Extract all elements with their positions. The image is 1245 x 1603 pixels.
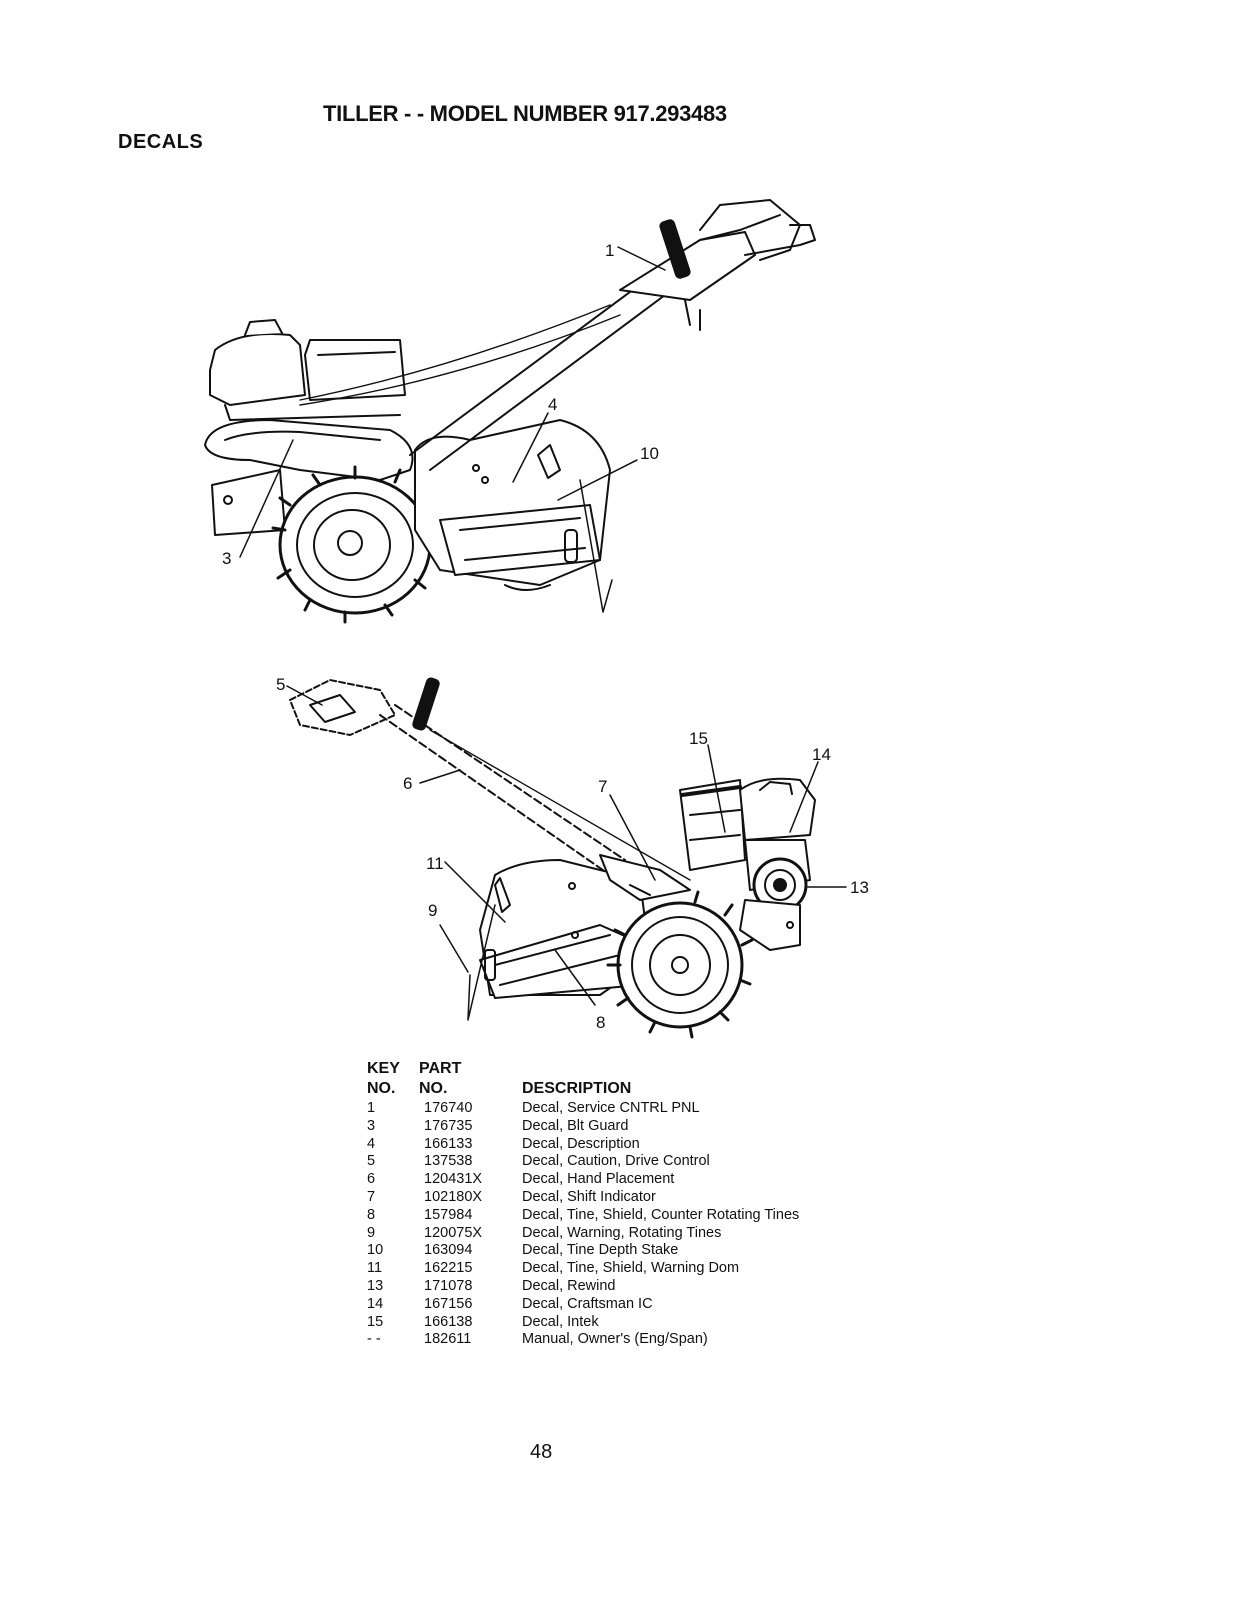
table-row: 8 157984 Decal, Tine, Shield, Counter Rota… [367, 1207, 799, 1225]
description-cell: Decal, Tine, Shield, Counter Rotating Ti… [522, 1206, 800, 1223]
description-cell: Decal, Rewind [522, 1277, 616, 1294]
description-cell: Decal, Blt Guard [522, 1117, 629, 1134]
table-row: 15 166138 Decal, Intek [367, 1314, 799, 1332]
description-cell: Manual, Owner's (Eng/Span) [522, 1331, 708, 1348]
key-cell: 15 [367, 1313, 384, 1330]
description-cell: Decal, Tine Depth Stake [522, 1242, 679, 1259]
key-cell: 8 [367, 1206, 376, 1223]
table-row: 7 102180X Decal, Shift Indicator [367, 1189, 799, 1207]
description-cell: Decal, Description [522, 1135, 640, 1152]
description-cell: Decal, Tine, Shield, Warning Dom [522, 1260, 740, 1277]
key-cell: 11 [367, 1260, 383, 1277]
part-number-cell: 166138 [424, 1313, 473, 1330]
table-row: 10 163094 Decal, Tine Depth Stake [367, 1242, 799, 1260]
part-number-cell: 163094 [424, 1242, 473, 1259]
part-number-cell: 137538 [424, 1153, 473, 1170]
key-cell: 13 [367, 1277, 384, 1294]
key-cell: 3 [367, 1117, 376, 1134]
table-row: 11 162215 Decal, Tine, Shield, Warning Dom [367, 1260, 799, 1278]
parts-table-header: KEY NO. PART NO. DESCRIPTION [367, 1060, 799, 1098]
table-row: 3 176735 Decal, Blt Guard [367, 1118, 799, 1136]
key-cell: 6 [367, 1171, 376, 1188]
part-number-cell: 166133 [424, 1135, 473, 1152]
header-description: DESCRIPTION [522, 1080, 632, 1097]
header-key-line1: KEY [367, 1060, 400, 1077]
header-key-line2: NO. [367, 1080, 396, 1097]
table-row: 13 171078 Decal, Rewind [367, 1278, 799, 1296]
part-number-cell: 102180X [424, 1188, 483, 1205]
table-row: 14 167156 Decal, Craftsman IC [367, 1296, 799, 1314]
table-row: 1 176740 Decal, Service CNTRL PNL [367, 1100, 799, 1118]
header-part-line2: NO. [419, 1080, 448, 1097]
part-number-cell: 171078 [424, 1277, 473, 1294]
key-cell: 4 [367, 1135, 376, 1152]
table-row: 9 120075X Decal, Warning, Rotating Tines [367, 1225, 799, 1243]
callout-13: 13 [850, 878, 869, 897]
callout-15: 15 [689, 729, 708, 748]
table-row: - - 182611 Manual, Owner's (Eng/Span) [367, 1331, 799, 1349]
description-cell: Decal, Service CNTRL PNL [522, 1100, 700, 1116]
table-row: 5 137538 Decal, Caution, Drive Control [367, 1153, 799, 1171]
callout-8: 8 [596, 1013, 605, 1032]
part-number-cell: 162215 [424, 1260, 473, 1277]
key-cell: 5 [367, 1153, 376, 1170]
description-cell: Decal, Warning, Rotating Tines [522, 1224, 722, 1241]
part-number-cell: 120075X [424, 1224, 483, 1241]
description-cell: Decal, Intek [522, 1313, 599, 1330]
part-number-cell: 167156 [424, 1295, 473, 1312]
part-number-cell: 157984 [424, 1206, 473, 1223]
callout-1: 1 [605, 241, 614, 260]
callout-14: 14 [812, 745, 831, 764]
part-number-cell: 176735 [424, 1117, 473, 1134]
page-title: TILLER - - MODEL NUMBER 917.293483 [323, 101, 727, 126]
table-row: 6 120431X Decal, Hand Placement [367, 1171, 799, 1189]
part-number-cell: 120431X [424, 1171, 483, 1188]
part-number-cell: 176740 [424, 1100, 473, 1116]
callout-5: 5 [276, 675, 285, 694]
description-cell: Decal, Hand Placement [522, 1171, 675, 1188]
header-part-line1: PART [419, 1060, 462, 1077]
key-cell: 10 [367, 1242, 384, 1259]
key-cell: 9 [367, 1224, 376, 1241]
tiller-top-figure [204, 199, 816, 624]
description-cell: Decal, Craftsman IC [522, 1295, 653, 1312]
key-cell: 14 [367, 1295, 384, 1312]
part-number-cell: 182611 [424, 1331, 472, 1348]
key-cell: 1 [367, 1100, 376, 1116]
callout-11: 11 [426, 854, 444, 873]
section-label: DECALS [118, 131, 204, 153]
page-number: 48 [530, 1441, 553, 1463]
key-cell: 7 [367, 1188, 376, 1205]
callout-9: 9 [428, 901, 437, 920]
key-cell: - - [367, 1331, 381, 1348]
description-cell: Decal, Shift Indicator [522, 1188, 656, 1205]
callout-3: 3 [222, 549, 231, 568]
description-cell: Decal, Caution, Drive Control [522, 1153, 710, 1170]
callout-10: 10 [640, 444, 659, 463]
callout-7: 7 [598, 777, 607, 796]
callout-6: 6 [403, 774, 412, 793]
table-row: 4 166133 Decal, Description [367, 1136, 799, 1154]
tiller-bottom-figure [286, 677, 847, 1039]
callout-4: 4 [548, 395, 557, 414]
